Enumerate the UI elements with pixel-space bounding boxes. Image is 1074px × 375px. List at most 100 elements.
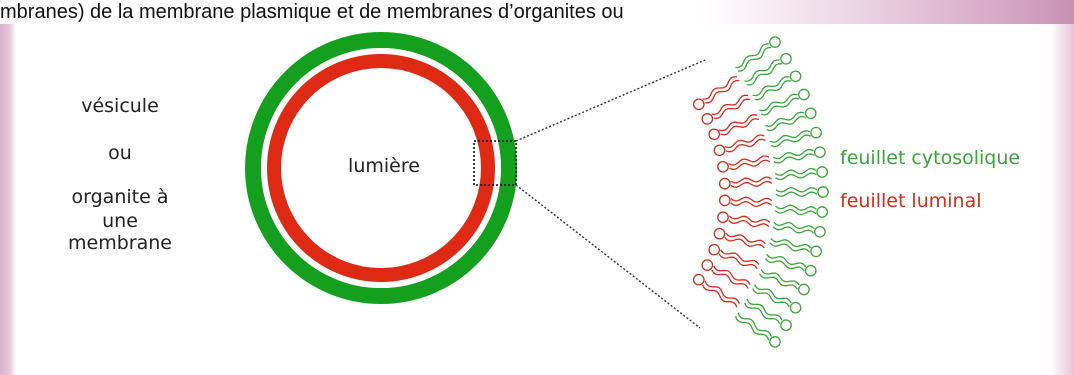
lipid-head bbox=[692, 98, 705, 111]
lipid-tail bbox=[713, 265, 751, 285]
lipid-tail bbox=[746, 63, 782, 86]
lipid-tail bbox=[772, 226, 815, 234]
lipid-tail bbox=[744, 302, 781, 325]
cytosolic-leaflet-label: feuillet cytosolique bbox=[840, 147, 1020, 169]
lipid-head bbox=[780, 319, 792, 332]
lipid-tail bbox=[730, 176, 772, 184]
zoom-line-top bbox=[515, 59, 706, 142]
lipid-tail bbox=[734, 316, 770, 341]
lipid-head bbox=[789, 70, 802, 83]
lipid-head bbox=[717, 211, 729, 224]
lipid-head bbox=[817, 186, 829, 198]
ring-gap bbox=[261, 48, 501, 288]
lipid-tail bbox=[775, 187, 818, 193]
lipid-head bbox=[810, 245, 822, 258]
lipid-head bbox=[713, 144, 726, 157]
lipid-head bbox=[701, 259, 714, 271]
label-vesicule: vésicule bbox=[81, 95, 159, 117]
lipid-tail bbox=[724, 134, 765, 149]
outer-ring bbox=[245, 32, 517, 304]
lipid-tail bbox=[737, 312, 772, 337]
lipid-tail bbox=[770, 134, 811, 148]
lipid-tail bbox=[728, 219, 770, 228]
lipid-tail bbox=[728, 215, 771, 223]
window-top-band bbox=[0, 0, 1074, 24]
lipid-tail bbox=[730, 196, 773, 203]
lipid-tail bbox=[744, 59, 780, 82]
lipid-tail bbox=[718, 114, 758, 132]
lipid-tail bbox=[705, 79, 740, 104]
lipid-tail bbox=[711, 269, 749, 289]
lipid-head bbox=[816, 166, 829, 178]
lipid-tail bbox=[754, 284, 792, 304]
lipid-tail bbox=[737, 46, 772, 72]
lipid-tail bbox=[718, 253, 758, 270]
lipid-tail bbox=[766, 253, 807, 268]
lipid-head bbox=[692, 273, 705, 286]
lipid-tail bbox=[773, 153, 815, 164]
lipid-tail bbox=[725, 138, 766, 153]
lipid-tail bbox=[775, 191, 818, 197]
lipid-head bbox=[701, 113, 714, 125]
lipid-tail bbox=[724, 236, 765, 249]
lipid-head bbox=[713, 227, 726, 240]
zoom-line-bottom bbox=[515, 184, 701, 329]
inner-ring bbox=[267, 54, 495, 282]
lipid-tail bbox=[702, 76, 737, 100]
lipid-tail bbox=[752, 76, 790, 97]
lipid-tail bbox=[735, 43, 769, 69]
lipid-tail bbox=[769, 242, 811, 253]
lipid-head bbox=[780, 52, 792, 65]
lipid-tail bbox=[764, 258, 805, 272]
lipid-tail bbox=[760, 269, 800, 286]
lipid-tail bbox=[746, 298, 783, 321]
lipid-tail bbox=[720, 118, 760, 136]
lipid-head bbox=[789, 301, 802, 314]
lipid-tail bbox=[769, 130, 810, 143]
lipid-bilayer bbox=[692, 36, 829, 348]
lipid-tail bbox=[774, 167, 817, 176]
lipid-tail bbox=[725, 232, 766, 245]
lipid-head bbox=[810, 126, 822, 139]
lipid-tail bbox=[713, 98, 751, 119]
luminal-leaflet-label: feuillet luminal bbox=[840, 190, 982, 212]
lumen-label: lumière bbox=[348, 155, 420, 177]
lipid-tail bbox=[775, 172, 817, 181]
lipid-head bbox=[717, 160, 729, 173]
lipid-tail bbox=[761, 97, 800, 116]
lipid-tail bbox=[770, 238, 812, 249]
lipid-head bbox=[814, 225, 826, 238]
lipid-tail bbox=[702, 284, 738, 308]
lipid-tail bbox=[774, 208, 817, 216]
lipid-tail bbox=[766, 115, 806, 132]
lipid-tail bbox=[704, 280, 740, 304]
lipid-head bbox=[769, 336, 781, 348]
lipid-tail bbox=[728, 155, 770, 166]
lipid-head bbox=[718, 177, 731, 190]
lipid-tail bbox=[759, 93, 798, 112]
zoom-box bbox=[473, 140, 517, 186]
lipid-tail bbox=[772, 149, 814, 160]
lipid-head bbox=[816, 206, 829, 218]
caption-text: mbranes) de la membrane plasmique et de … bbox=[0, 1, 624, 23]
lipid-head bbox=[718, 194, 731, 207]
lipid-head bbox=[769, 36, 781, 48]
label-organite: organite à bbox=[71, 186, 169, 208]
lipid-head bbox=[798, 283, 810, 296]
lipid-tail bbox=[758, 273, 799, 290]
lipid-tail bbox=[730, 200, 772, 208]
lipid-head bbox=[814, 146, 826, 159]
lipid-tail bbox=[720, 249, 760, 266]
lipid-head bbox=[708, 128, 721, 141]
lipid-tail bbox=[730, 180, 773, 188]
lipid-tail bbox=[773, 221, 815, 230]
label-ou: ou bbox=[108, 142, 132, 164]
lipid-head bbox=[804, 264, 817, 277]
label-une-membrane: une membrane bbox=[68, 210, 172, 254]
lipid-tail bbox=[729, 159, 771, 170]
lipid-tail bbox=[754, 80, 792, 101]
lipid-head bbox=[708, 243, 721, 256]
lipid-head bbox=[798, 88, 810, 101]
lipid-tail bbox=[765, 111, 805, 127]
